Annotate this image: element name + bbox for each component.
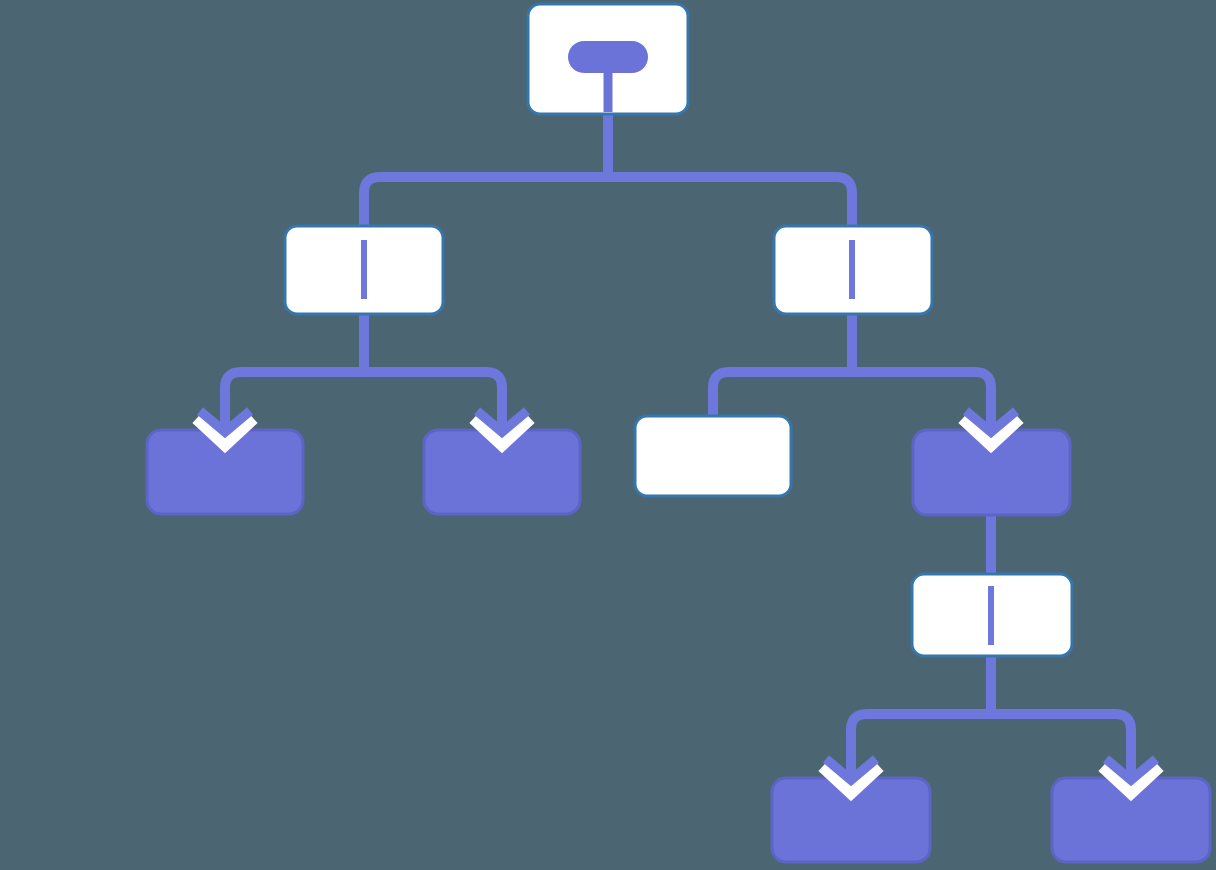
chevron-purple-band <box>962 407 1020 439</box>
connector-rail-bottom <box>846 709 1136 779</box>
chevron-purple-band <box>1102 755 1160 787</box>
empty-node-box[interactable] <box>633 414 793 498</box>
chevron-white-band <box>818 761 884 802</box>
chevron-purple-band <box>196 407 254 439</box>
connectors <box>220 115 1136 779</box>
chevron-icons <box>192 407 1164 802</box>
pill-icon[interactable] <box>568 41 648 73</box>
connector-rail-right <box>708 367 996 431</box>
connector-rail-left <box>220 367 507 431</box>
chevron-down-icon[interactable] <box>958 407 1024 454</box>
branch-left-node[interactable] <box>283 224 445 316</box>
chevron-purple-band <box>473 407 531 439</box>
chevron-down-icon[interactable] <box>1098 755 1164 802</box>
sub-branch-node[interactable] <box>910 572 1074 658</box>
chevron-down-icon[interactable] <box>818 755 884 802</box>
chevron-white-band <box>1098 761 1164 802</box>
chevron-purple-band <box>822 755 880 787</box>
chevron-down-icon[interactable] <box>469 407 535 454</box>
nodes <box>145 2 1212 864</box>
root-node[interactable] <box>526 2 690 116</box>
chevron-white-band <box>958 413 1024 454</box>
chevron-white-band <box>192 413 258 454</box>
connector-rail-level1 <box>359 172 857 228</box>
chevron-down-icon[interactable] <box>192 407 258 454</box>
chevron-white-band <box>469 413 535 454</box>
branch-right-node[interactable] <box>772 224 934 316</box>
